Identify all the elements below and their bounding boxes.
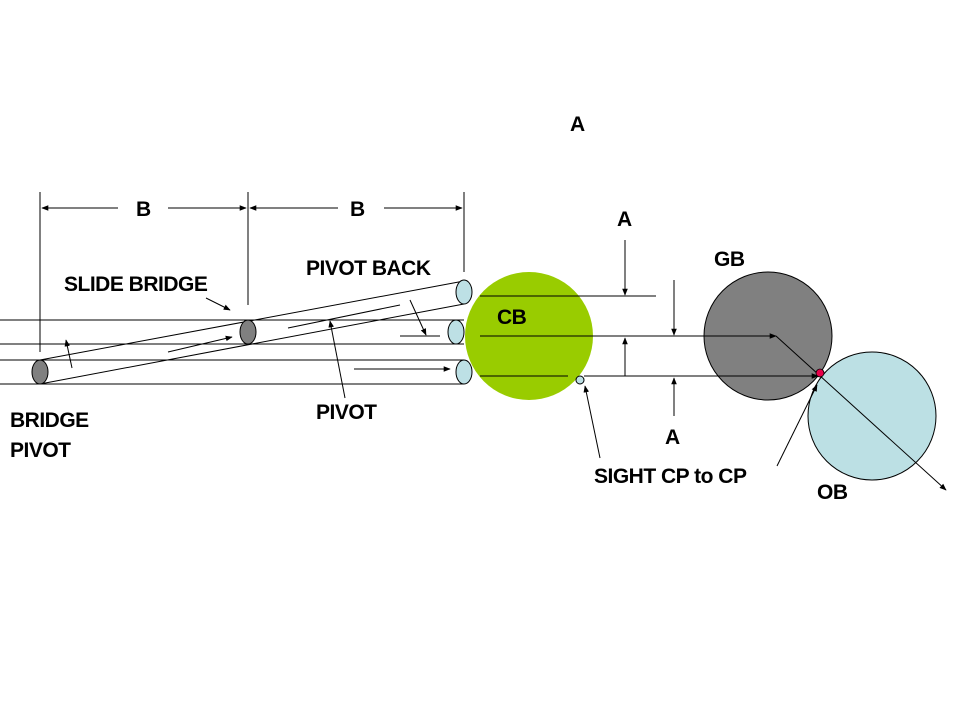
sight-point (575, 375, 585, 385)
dimension-b: B B (39, 192, 465, 352)
slide-bridge-ellipse (239, 319, 257, 345)
bridge-pivot-label-line1: BRIDGE (10, 409, 89, 432)
sight-arrow-right (776, 384, 818, 467)
dimension-label-b-left: B (136, 198, 151, 221)
cue-ball-label: CB (497, 306, 527, 329)
motion-arrows (64, 297, 451, 399)
tip-ellipse-middle (447, 319, 465, 345)
sight-label: SIGHT CP to CP (594, 465, 747, 488)
pivot-label: PIVOT (316, 401, 377, 424)
contact-point (815, 368, 825, 378)
dimension-label-a-top: A (617, 208, 632, 231)
bridge-pivot-label-line2: PIVOT (10, 439, 71, 462)
dimension-label-a-bottom: A (665, 426, 680, 449)
dimension-a: A A (617, 208, 681, 449)
object-ball-label: OB (817, 481, 848, 504)
bridge-pivot-ellipse (31, 359, 49, 385)
tip-ellipse-top (455, 279, 473, 305)
sight-arrow-left (583, 385, 601, 459)
dimension-label-b-right: B (350, 198, 365, 221)
slide-bridge-label: SLIDE BRIDGE (64, 273, 208, 296)
ghost-ball-label: GB (714, 248, 745, 271)
aim-lines (480, 295, 947, 491)
tip-ellipse-bottom (455, 359, 473, 385)
title-label-a: A (570, 113, 585, 136)
cue-lines (0, 280, 465, 385)
pivot-back-label: PIVOT BACK (306, 257, 431, 280)
object-ball (807, 351, 937, 481)
